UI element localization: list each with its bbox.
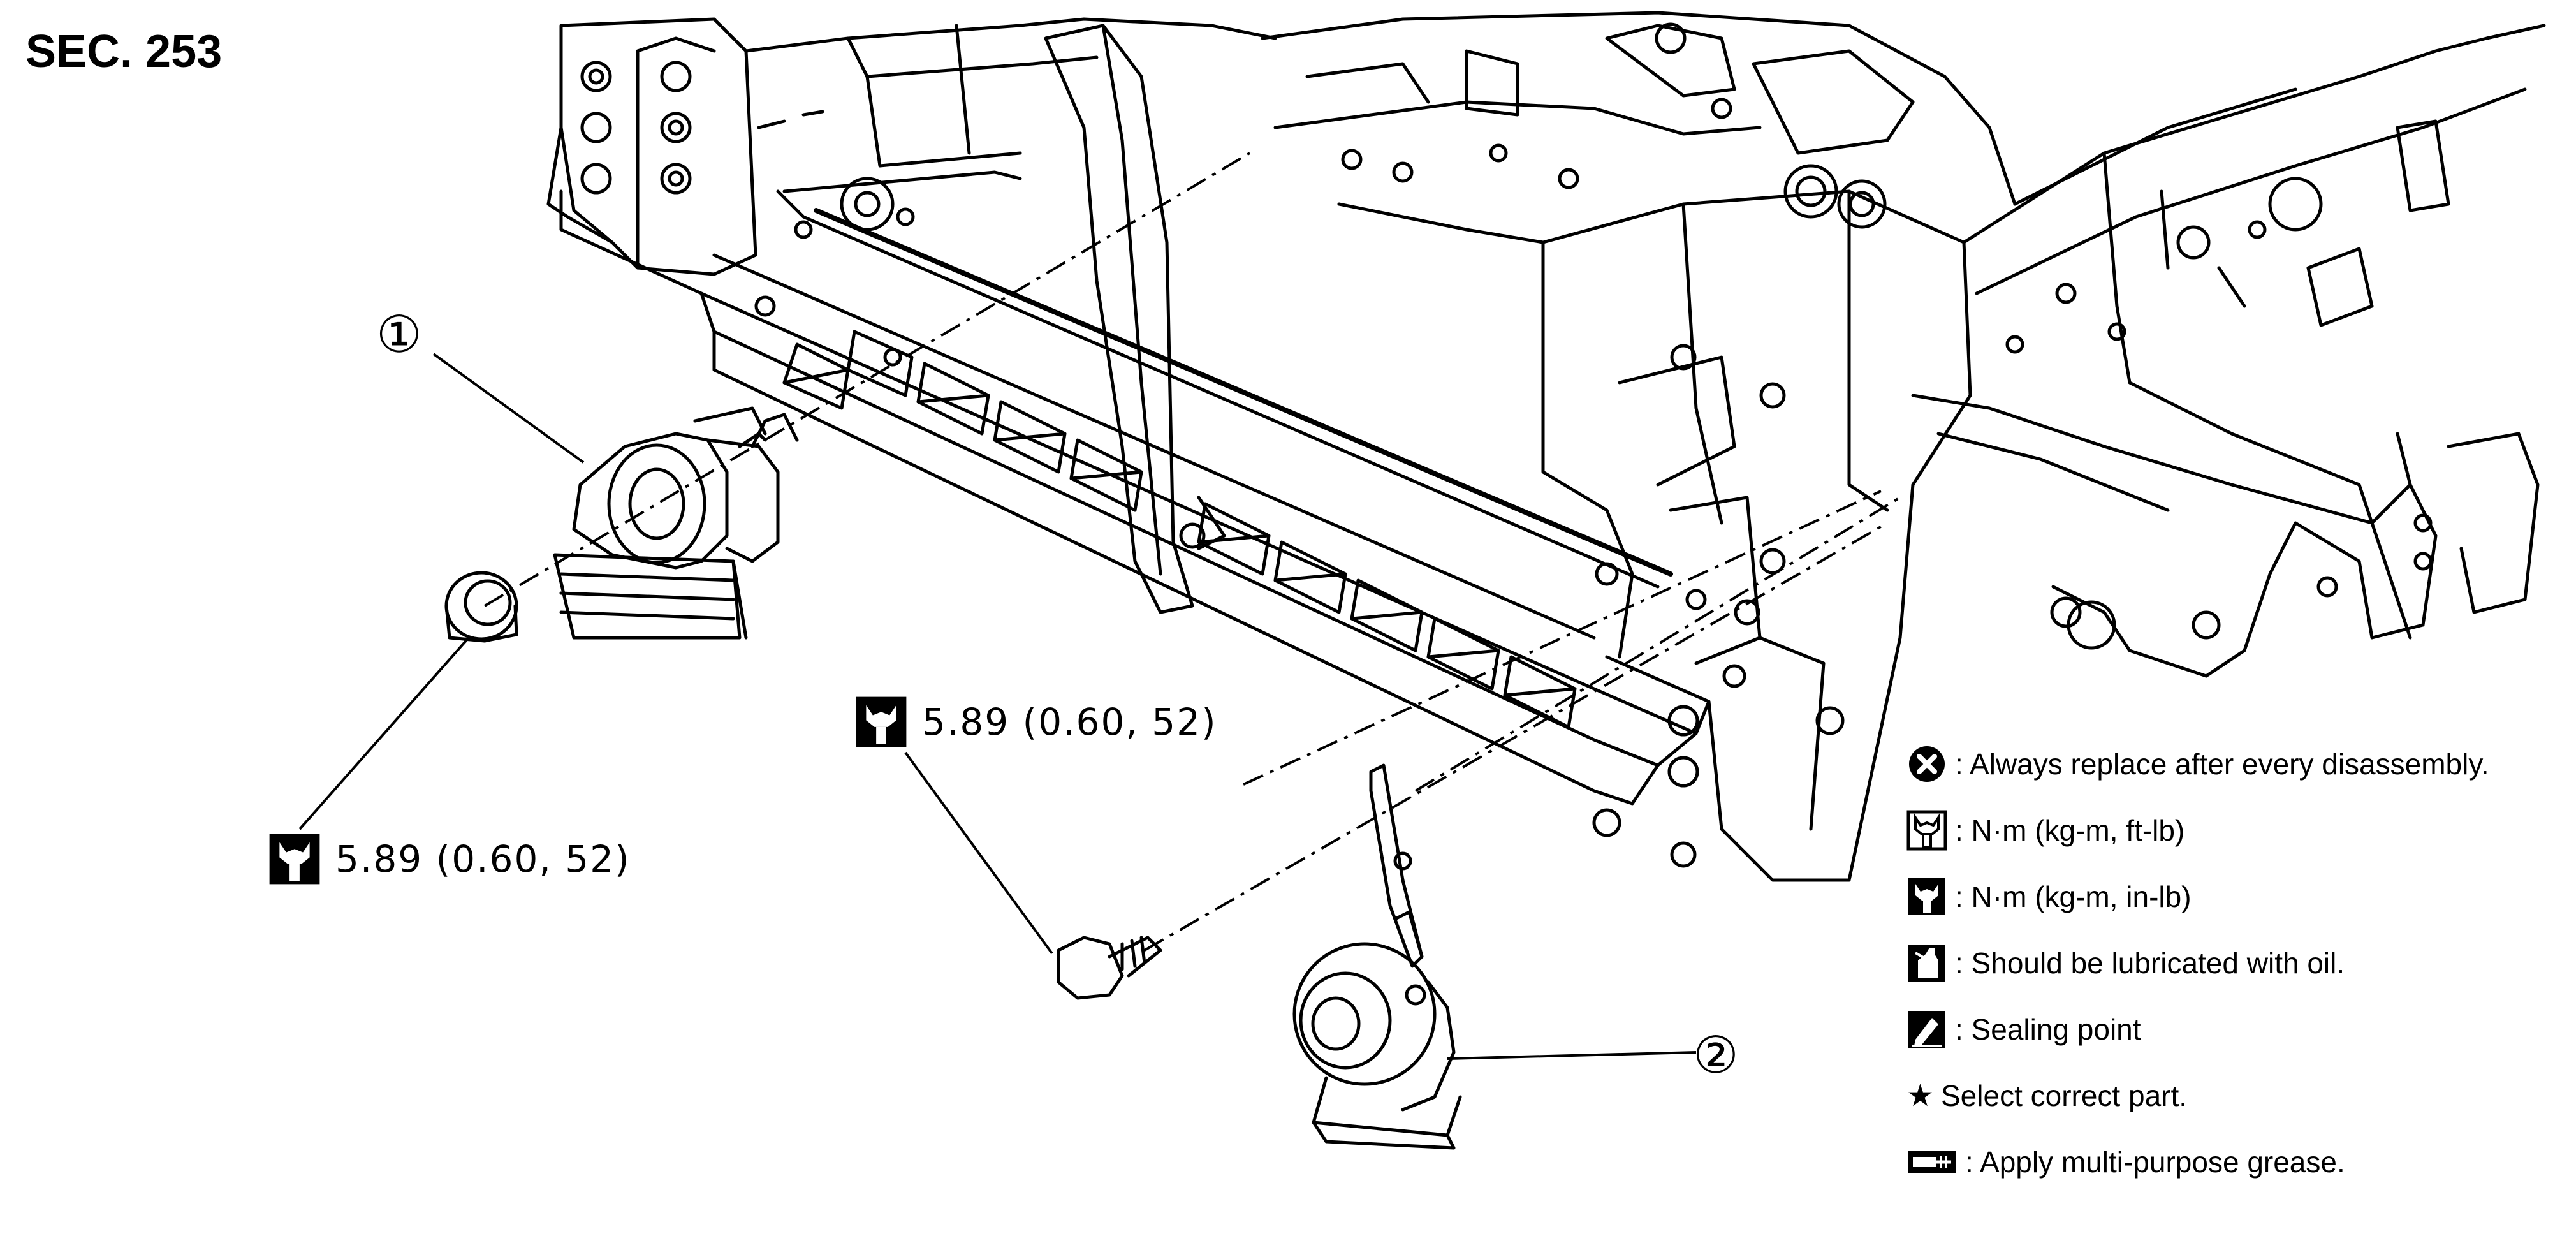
legend-item-always-replace: : Always replace after every disassembly… <box>1906 740 2570 788</box>
legend-item-select-part: ★ Select correct part. <box>1906 1071 2570 1120</box>
legend-text: : Sealing point <box>1955 1013 2141 1046</box>
torque-inlb-icon <box>269 834 320 885</box>
callout-leaders <box>298 353 1697 1060</box>
legend-text: : Should be lubricated with oil. <box>1955 946 2345 980</box>
torque-inlb-icon <box>1908 878 1945 915</box>
vertical-brace <box>1044 24 1226 614</box>
legend-item-grease: : Apply multi-purpose grease. <box>1906 1138 2570 1186</box>
section-number: SEC. 253 <box>26 26 223 77</box>
installation-axes <box>483 152 1901 952</box>
legend-text: Select correct part. <box>1941 1079 2188 1112</box>
torque-value-bolt: 5.89 (0.60, 52) <box>922 700 1217 744</box>
torque-inlb-icon <box>856 696 907 747</box>
horn-2-bolt <box>1057 936 1162 1000</box>
torque-spec-bolt: 5.89 (0.60, 52) <box>854 695 1217 749</box>
torque-value-nut: 5.89 (0.60, 52) <box>335 837 631 881</box>
oil-can-icon <box>1908 945 1945 982</box>
horn-2 <box>1292 763 1462 1150</box>
callout-2: ② <box>1693 1026 1739 1085</box>
legend-text: : N·m (kg-m, ft-lb) <box>1955 814 2185 847</box>
torque-spec-nut: 5.89 (0.60, 52) <box>268 832 631 886</box>
symbol-legend: : Always replace after every disassembly… <box>1906 740 2570 1204</box>
star-icon: ★ <box>1906 1079 1935 1113</box>
right-side-frame <box>1541 189 1972 882</box>
upper-radiator-support <box>782 17 1277 239</box>
left-pillar <box>546 17 882 276</box>
sealing-point-icon <box>1908 1011 1945 1048</box>
legend-item-sealing: : Sealing point <box>1906 1005 2570 1054</box>
legend-item-torque-ftlb: : N·m (kg-m, ft-lb) <box>1906 806 2570 855</box>
legend-item-oil: : Should be lubricated with oil. <box>1906 939 2570 987</box>
grease-icon <box>1908 1151 1956 1173</box>
right-side-member <box>1911 24 2546 678</box>
torque-ftlb-icon <box>1906 810 1947 851</box>
legend-text: : N·m (kg-m, in-lb) <box>1955 880 2192 913</box>
horn-1 <box>553 406 799 640</box>
upper-body-structure <box>1261 11 2017 244</box>
legend-text: : Always replace after every disassembly… <box>1955 747 2489 781</box>
horn-1-nut <box>444 571 518 643</box>
legend-text: : Apply multi-purpose grease. <box>1965 1145 2345 1179</box>
always-replace-icon <box>1909 746 1945 782</box>
legend-item-torque-inlb: : N·m (kg-m, in-lb) <box>1906 872 2570 921</box>
callout-1: ① <box>376 305 422 364</box>
